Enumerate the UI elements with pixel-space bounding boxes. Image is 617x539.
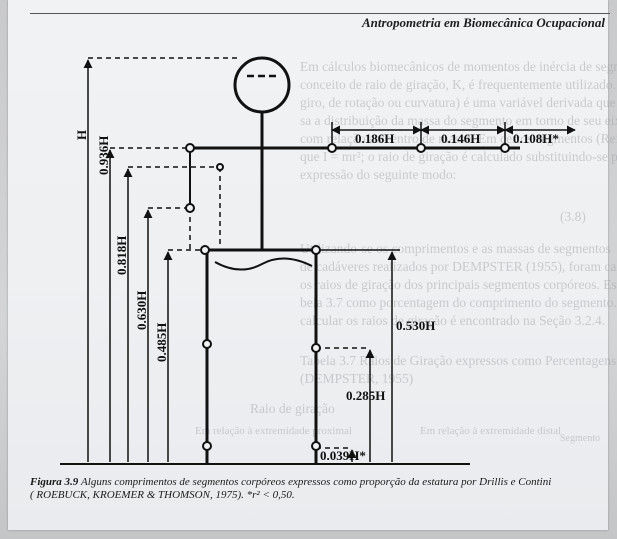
caption-label: Figura 3.9 [30, 476, 79, 488]
running-head: Antropometria em Biomecânica Ocupacional [361, 15, 605, 30]
bleed-line: com relação ao centro de massa. Em certo… [300, 131, 617, 146]
figure-caption: Figura 3.9 Alguns comprimentos de segmen… [30, 476, 605, 502]
label-0630H: 0.630H [134, 291, 149, 330]
bleed-line: calcular os raios de giração é encontrad… [300, 313, 606, 328]
bleed-line: conceito de raio de giração, K, é freque… [300, 77, 617, 92]
label-0818H: 0.818H [114, 236, 129, 275]
header-rule [30, 13, 610, 14]
bleed-line: expressão do seguinte modo: [300, 167, 457, 182]
label-0485H: 0.485H [154, 323, 169, 362]
label-H: H [74, 130, 89, 140]
bleed-line: Em relação à extremidade proximal [195, 425, 352, 437]
caption-text: Alguns comprimentos de segmentos corpóre… [81, 476, 552, 488]
bleed-line: giro, de rotação ou curvatura) é uma var… [300, 95, 617, 110]
bleed-line: Tabela 3.7 Raios de Giração expressos co… [300, 353, 617, 368]
bleed-line: (3.8) [560, 209, 586, 224]
label-0530H: 0.530H [396, 318, 435, 333]
bleed-line: Raio de giração [250, 401, 335, 416]
label-0146H: 0.146H [441, 131, 480, 146]
label-0108H: 0.108H* [513, 131, 559, 146]
bleed-line: (DEMPSTER, 1955) [300, 371, 414, 386]
bleed-line: bela 3.7 como porcentagem do comprimento… [300, 295, 617, 310]
bleed-line: Utilizando-se os comprimentos e as massa… [300, 241, 611, 256]
pelvis-curve [214, 257, 313, 271]
bleed-line: Em cálculos biomecânicos de momentos de … [300, 59, 617, 74]
head-circle [233, 56, 291, 114]
right-arrows [316, 249, 400, 462]
label-0285H: 0.285H [346, 388, 385, 403]
joint-markers [185, 143, 510, 451]
bleed-line: sa a distribuição da massa do segmento e… [300, 113, 617, 128]
bleed-line: de cadáveres realizados por DEMPSTER (19… [300, 259, 617, 274]
label-0186H: 0.186H [355, 131, 394, 146]
height-arrows [83, 59, 173, 462]
bleed-line: que I = mr²; o raio de giração é calcula… [300, 149, 617, 164]
label-0936H: 0.936H [96, 136, 111, 175]
bleed-line: os raios de giração dos principais segme… [300, 277, 617, 292]
caption-text-2: ( ROEBUCK, KROEMER & THOMSON, 1975). *r²… [30, 489, 295, 501]
bleed-line: Em relação à extremidade distal [420, 425, 562, 437]
label-0039H: 0.039H* [320, 448, 366, 463]
bleed-line: Segmento [560, 433, 600, 444]
guide-lines [88, 57, 370, 449]
